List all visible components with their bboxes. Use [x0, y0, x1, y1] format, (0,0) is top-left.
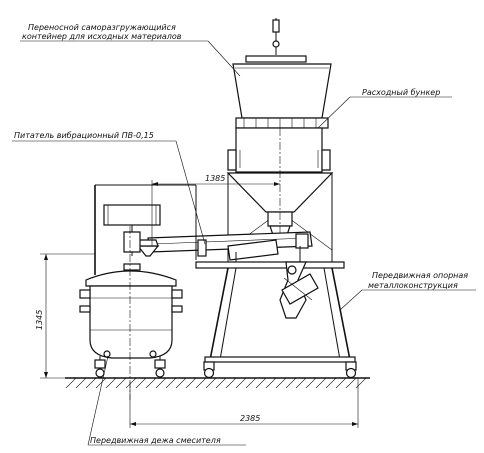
portable-container [232, 18, 332, 129]
consumable-bunker [226, 127, 334, 250]
dimension-vertical-left: 1345 [35, 253, 95, 379]
vibratory-feeder [147, 231, 319, 319]
label-support: Передвижная опорная металлоконструкция [339, 271, 476, 311]
label-bunker: Расходный бункер [317, 88, 452, 129]
label-container: Переносной саморазгружающийся контейнер … [20, 23, 241, 77]
label-feeder-text: Питатель вибрационный ПВ-0,15 [14, 131, 154, 140]
floor [65, 377, 370, 389]
label-container-line2: контейнер для исходных материалов [22, 32, 182, 41]
label-container-line1: Переносной саморазгружающийся [28, 23, 176, 32]
dimension-1345: 1345 [35, 310, 44, 330]
label-support-line1: Передвижная опорная [372, 271, 468, 280]
label-mixer-bowl: Передвижная дежа смесителя [87, 355, 246, 446]
label-support-line2: металлоконструкция [368, 281, 458, 290]
dimension-2385: 2385 [240, 414, 260, 423]
label-mixer-bowl-text: Передвижная дежа смесителя [90, 436, 221, 445]
mixer-drive [94, 184, 197, 275]
label-feeder: Питатель вибрационный ПВ-0,15 [12, 131, 206, 245]
dimension-1385: 1385 [205, 174, 225, 183]
mixer-bowl [79, 226, 183, 400]
label-bunker-text: Расходный бункер [362, 88, 440, 97]
dimension-horizontal-top: 1385 [151, 174, 280, 246]
dimension-horizontal-bottom: 2385 [129, 378, 359, 428]
